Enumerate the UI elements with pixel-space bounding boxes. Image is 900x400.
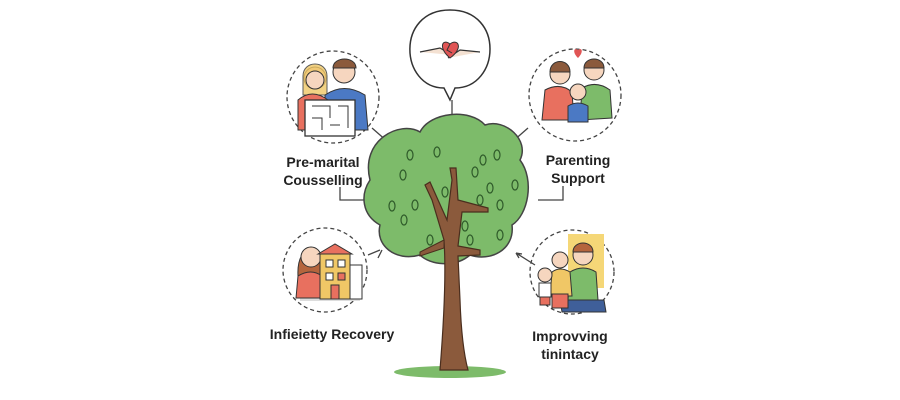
- woman-house-icon: [282, 227, 368, 313]
- label-line: Support: [551, 170, 605, 186]
- connector-pre-marital: [339, 187, 366, 201]
- speech-bubble: [409, 9, 491, 102]
- heart-icon: [574, 49, 582, 58]
- arrow-bottom-left: [367, 249, 383, 259]
- label-parenting-support: Parenting Support: [528, 151, 628, 187]
- grass: [394, 366, 506, 378]
- arrow-bottom-right: [515, 252, 536, 266]
- connector-parenting: [538, 186, 564, 201]
- label-line: Infieietty Recovery: [269, 326, 395, 342]
- label-line: Pre-marital: [286, 154, 360, 170]
- label-infidelity-recovery: Infieietty Recovery: [262, 325, 402, 343]
- label-pre-marital-counselling: Pre-marital Cousselling: [268, 153, 378, 189]
- tree-canopy: [363, 113, 529, 265]
- label-improving-intimacy: Improvving tinintacy: [520, 327, 620, 363]
- label-line: tinintacy: [541, 346, 599, 362]
- leaves: [388, 146, 519, 246]
- family-heart-icon: [528, 48, 622, 142]
- label-line: Cousselling: [283, 172, 363, 188]
- couple-blueprint-icon: [286, 50, 380, 144]
- father-children-icon: [529, 229, 615, 315]
- tree-icon: [363, 113, 529, 378]
- tree-trunk: [424, 167, 489, 371]
- label-line: Parenting: [545, 152, 611, 168]
- label-line: Improvving: [532, 328, 608, 344]
